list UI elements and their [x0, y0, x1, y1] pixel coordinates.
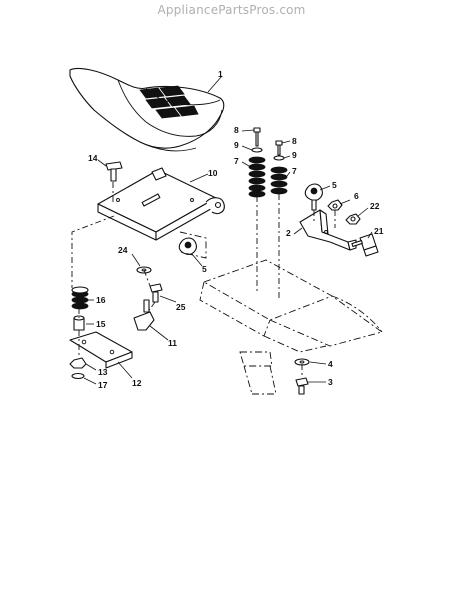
knob-21[interactable] [351, 233, 379, 257]
callout-10: 10 [208, 168, 218, 178]
callout-9b: 9 [292, 150, 297, 160]
callout-5a: 5 [332, 180, 337, 190]
callout-4: 4 [328, 359, 333, 369]
callout-6: 6 [354, 191, 359, 201]
assembly-lines [71, 182, 336, 378]
mount-plate-12[interactable] [69, 331, 133, 369]
callout-16: 16 [96, 295, 106, 305]
seat[interactable] [69, 67, 225, 152]
callout-14: 14 [88, 153, 98, 163]
callout-9a: 9 [234, 140, 239, 150]
site-watermark: AppliancePartsPros.com [157, 3, 306, 17]
callout-17: 17 [98, 380, 108, 390]
washer-17[interactable] [71, 372, 85, 380]
tractor-frame-outline [199, 259, 384, 395]
callout-1: 1 [218, 69, 223, 79]
knob-lower[interactable] [178, 231, 207, 259]
nut-22[interactable] [345, 213, 361, 225]
adjust-bracket[interactable] [299, 209, 357, 251]
callout-7a: 7 [234, 156, 239, 166]
callout-11: 11 [168, 338, 177, 348]
bolt-25[interactable] [149, 283, 163, 303]
nut-6[interactable] [327, 199, 343, 211]
bolt-3[interactable] [295, 377, 309, 395]
leader-lines [83, 75, 373, 385]
callout-2: 2 [286, 228, 291, 238]
seat-pan[interactable] [97, 167, 225, 241]
spring-16[interactable] [71, 286, 89, 310]
knob-upper[interactable] [304, 183, 323, 211]
spring-stack-left[interactable] [248, 127, 266, 198]
seat-bolt[interactable] [105, 161, 123, 182]
spring-stack-right[interactable] [270, 140, 288, 195]
callout-8b: 8 [292, 136, 297, 146]
spacer-15[interactable] [73, 315, 85, 331]
callout-21: 21 [374, 226, 384, 236]
callout-5b: 5 [202, 264, 207, 274]
callout-12: 12 [132, 378, 142, 388]
callout-22: 22 [370, 201, 380, 211]
nut-13[interactable] [69, 357, 87, 369]
callout-24: 24 [118, 245, 128, 255]
callout-8a: 8 [234, 125, 239, 135]
callout-3: 3 [328, 377, 333, 387]
lever-11[interactable] [133, 299, 155, 331]
callout-13: 13 [98, 367, 108, 377]
callouts: 1 14 10 8 8 9 9 7 7 5 6 22 2 21 24 5 16 … [88, 69, 384, 390]
callout-15: 15 [96, 319, 106, 329]
callout-25: 25 [176, 302, 186, 312]
callout-7b: 7 [292, 166, 297, 176]
